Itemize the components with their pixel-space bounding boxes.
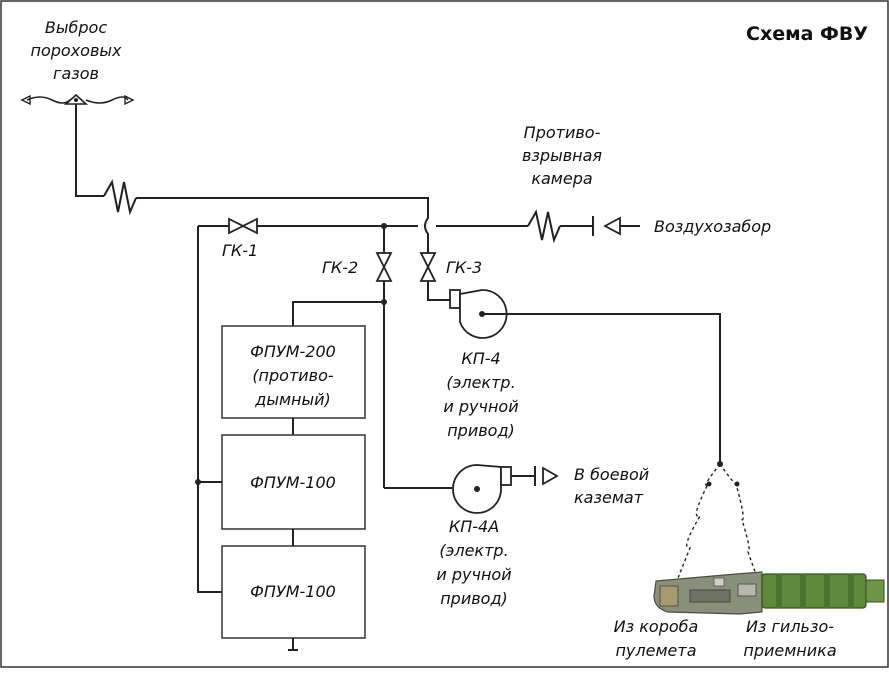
casemate-label-line-2: каземат xyxy=(574,488,644,507)
gk3-valve-icon xyxy=(419,252,437,282)
filter-fpum200-line-3: дымный) xyxy=(254,390,331,409)
hose-clamp-2 xyxy=(734,481,740,487)
chamber-flex-hose-icon xyxy=(527,209,561,244)
exhaust-outlet-icon xyxy=(20,93,135,110)
filter-fpum200: ФПУМ-200 (противо- дымный) xyxy=(221,325,366,419)
chamber-label-line-3: камера xyxy=(531,169,592,188)
kp4-label-line-3: и ручной xyxy=(443,397,518,416)
mg-box-label-line-1: Из короба xyxy=(614,617,699,636)
kp4a-label-line-2: (электр. xyxy=(439,541,508,560)
intake-label: Воздухозабор xyxy=(654,217,771,236)
machine-gun-image xyxy=(653,571,885,615)
hose-clamp-1 xyxy=(706,481,712,487)
diagram-title: Схема ФВУ xyxy=(746,23,868,45)
kp4a-label-line-1: КП-4А xyxy=(449,517,499,536)
hose-to-catcher xyxy=(719,463,759,581)
chamber-label-line-2: взрывная xyxy=(522,146,602,165)
bypass-line xyxy=(197,226,222,593)
gk1-valve-icon xyxy=(228,217,258,235)
filter-fpum100-upper: ФПУМ-100 xyxy=(221,434,366,530)
filter-fpum100-lower: ФПУМ-100 xyxy=(221,545,366,639)
mg-box-label-line-2: пулемета xyxy=(615,641,696,660)
mg-catcher-label-line-2: приемника xyxy=(743,641,836,660)
gk2-label: ГК-2 xyxy=(322,258,358,277)
gk1-label: ГК-1 xyxy=(222,241,258,260)
filter-fpum200-line-1: ФПУМ-200 xyxy=(250,342,336,361)
exhaust-label-line-2: пороховых xyxy=(31,41,123,60)
filter-fpum100-lower-label: ФПУМ-100 xyxy=(250,582,336,601)
gk3-label: ГК-3 xyxy=(446,258,482,277)
crossover-hop xyxy=(424,197,429,239)
casemate-label-line-1: В боевой xyxy=(574,465,649,484)
exhaust-label-line-1: Выброс xyxy=(45,18,107,37)
exhaust-pipe xyxy=(75,110,104,197)
exhaust-label: Выброс пороховых газов xyxy=(31,18,123,83)
mg-box-label: Из короба пулемета xyxy=(614,617,699,660)
chamber-label-line-1: Противо- xyxy=(524,123,601,142)
exhaust-label-line-3: газов xyxy=(53,64,99,83)
bypass-junction-dot xyxy=(195,479,201,485)
chamber-label: Противо- взрывная камера xyxy=(522,123,602,188)
filter-fpum100-upper-label: ФПУМ-100 xyxy=(250,473,336,492)
kp4-label-line-4: привод) xyxy=(447,421,515,440)
kp4-outlet-pipe xyxy=(482,313,721,464)
filter-inlet-pipe xyxy=(292,301,384,326)
casemate-arrow-icon xyxy=(542,466,559,486)
hose-to-box xyxy=(677,463,721,579)
gk2-valve-icon xyxy=(375,252,393,282)
mg-catcher-label: Из гильзо- приемника xyxy=(743,617,836,660)
casemate-label: В боевой каземат xyxy=(574,465,649,507)
kp4-label-line-2: (электр. xyxy=(446,373,515,392)
kp4-label: КП-4 (электр. и ручной привод) xyxy=(443,349,518,440)
kp4a-label: КП-4А (электр. и ручной привод) xyxy=(436,517,511,608)
mg-catcher-label-line-1: Из гильзо- xyxy=(746,617,834,636)
intake-arrow-icon xyxy=(603,216,621,236)
exhaust-flex-hose-icon xyxy=(103,179,137,216)
kp4a-fan-icon xyxy=(452,464,512,514)
filter-fpum200-line-2: (противо- xyxy=(252,366,334,385)
kp4a-label-line-3: и ручной xyxy=(436,565,511,584)
kp4a-label-line-4: привод) xyxy=(440,589,508,608)
gk3-lower-pipe xyxy=(427,281,450,301)
kp4-label-line-1: КП-4 xyxy=(461,349,500,368)
